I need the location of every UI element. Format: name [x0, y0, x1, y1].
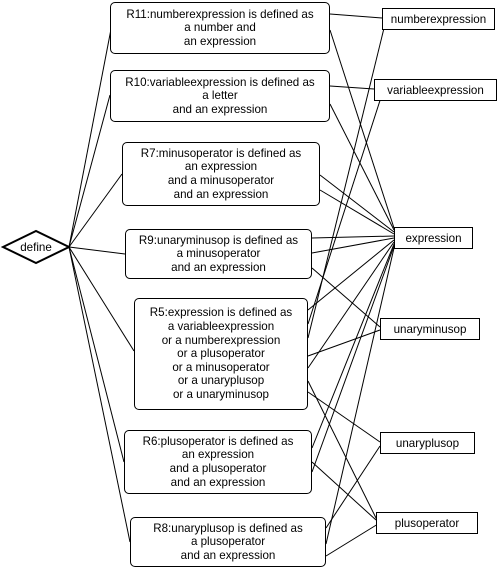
rule-line: and an expression [180, 548, 276, 562]
rule-line: and an expression [170, 475, 266, 489]
rule-box-r5: R5:expression is defined as a variableex… [134, 298, 308, 410]
rule-line: and a minusoperator [167, 174, 275, 187]
concept-expression: expression [394, 227, 473, 249]
rule-line: or a minusoperator [172, 360, 270, 374]
rule-box-r7: R7:minusoperator is defined as an expres… [122, 142, 320, 206]
concept-unaryplusop: unaryplusop [380, 432, 475, 454]
rule-line: R7:minusoperator is defined as [140, 146, 302, 160]
rule-line: a number and [184, 21, 256, 35]
rule-line: a letter [202, 89, 238, 103]
rule-line: or a numberexpression [161, 333, 281, 347]
rule-line: and an expression [171, 260, 266, 274]
rule-line: and a plusoperator [169, 462, 267, 475]
rule-box-r10: R10:variableexpression is defined as a l… [110, 70, 330, 122]
rule-line: and an expression [173, 187, 269, 201]
concept-numberexpression: numberexpression [382, 8, 495, 30]
rule-line: R10:variableexpression is defined as [125, 75, 315, 89]
rule-line: R9:unaryminusop is defined as [138, 233, 299, 247]
rule-line: R11:numberexpression is defined as [126, 7, 314, 21]
rule-line: R5:expression is defined as [149, 306, 293, 320]
rule-box-r11: R11:numberexpression is defined as a num… [110, 2, 330, 54]
rule-line: or a unaryplusop [177, 374, 265, 388]
rule-line: a variableexpression [167, 320, 275, 334]
concept-plusoperator: plusoperator [376, 512, 478, 534]
concept-unaryminusop: unaryminusop [380, 318, 480, 340]
rule-line: a minusoperator [176, 247, 261, 261]
rule-box-r6: R6:plusoperator is defined as an express… [124, 430, 312, 494]
concept-variableexpression: variableexpression [374, 79, 497, 101]
rule-line: R6:plusoperator is defined as [142, 434, 294, 448]
rule-line: R8:unaryplusop is defined as [153, 521, 303, 535]
rule-line: a plusoperator [190, 535, 266, 549]
rule-line: or a plusoperator [177, 347, 265, 361]
rule-line: an expression [183, 34, 257, 48]
rule-line: and an expression [172, 102, 268, 116]
rule-line: an expression [181, 448, 255, 462]
rule-line: or a unaryminusop [172, 387, 270, 401]
rule-box-r9: R9:unaryminusop is defined as a minusope… [125, 229, 312, 279]
rule-box-r8: R8:unaryplusop is defined as a plusopera… [130, 517, 326, 567]
define-node-label: define [20, 240, 52, 254]
rule-line: an expression [184, 160, 258, 174]
